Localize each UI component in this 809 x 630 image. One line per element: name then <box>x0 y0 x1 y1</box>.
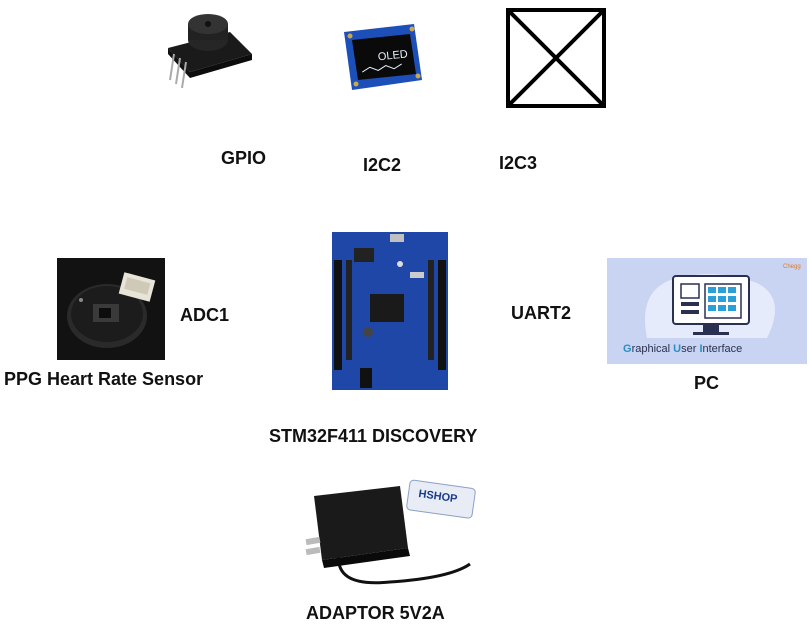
gui-caption-raphical: raphical <box>632 343 674 355</box>
missing-image-placeholder <box>506 8 606 108</box>
pc-gui-icon: Chegg Graphical User Interface <box>607 258 807 364</box>
power-adapter-image: HSHOP <box>300 478 480 596</box>
buzzer-module-icon <box>168 14 252 89</box>
missing-image-icon <box>506 8 606 108</box>
stm32-board-icon <box>332 232 448 390</box>
gui-caption-g: G <box>623 343 632 355</box>
gui-caption-ser: ser <box>681 343 699 355</box>
gui-caption-u: U <box>673 343 681 355</box>
adc1-label: ADC1 <box>180 305 230 325</box>
pc-label: PC <box>694 373 720 393</box>
pc-gui-image: Chegg Graphical User Interface <box>607 258 807 364</box>
gui-caption-i: I <box>699 343 702 355</box>
stm32-board-image <box>330 230 450 392</box>
buzzer-module-image <box>160 10 260 92</box>
ppg-sensor-image <box>57 258 165 360</box>
i2c2-label: I2C2 <box>363 155 402 175</box>
oled-display-image: OLED <box>340 20 425 92</box>
gui-caption: Graphical User Interface <box>623 343 742 355</box>
gpio-label: GPIO <box>221 148 267 168</box>
oled-screen-text: OLED <box>377 48 408 63</box>
adaptor-label: ADAPTOR 5V2A <box>306 603 445 623</box>
oled-display-icon: OLED <box>344 24 422 90</box>
ppg-sensor-icon <box>57 258 165 360</box>
hshop-logo-text: HSHOP <box>418 488 458 505</box>
board-label: STM32F411 DISCOVERY <box>269 426 478 446</box>
gui-caption-nterface: nterface <box>703 343 743 355</box>
i2c3-label: I2C3 <box>499 153 538 173</box>
power-adapter-icon: HSHOP <box>305 479 476 585</box>
chegg-logo-text: Chegg <box>783 264 801 270</box>
uart2-label: UART2 <box>511 303 572 323</box>
ppg-sensor-label: PPG Heart Rate Sensor <box>4 369 204 389</box>
